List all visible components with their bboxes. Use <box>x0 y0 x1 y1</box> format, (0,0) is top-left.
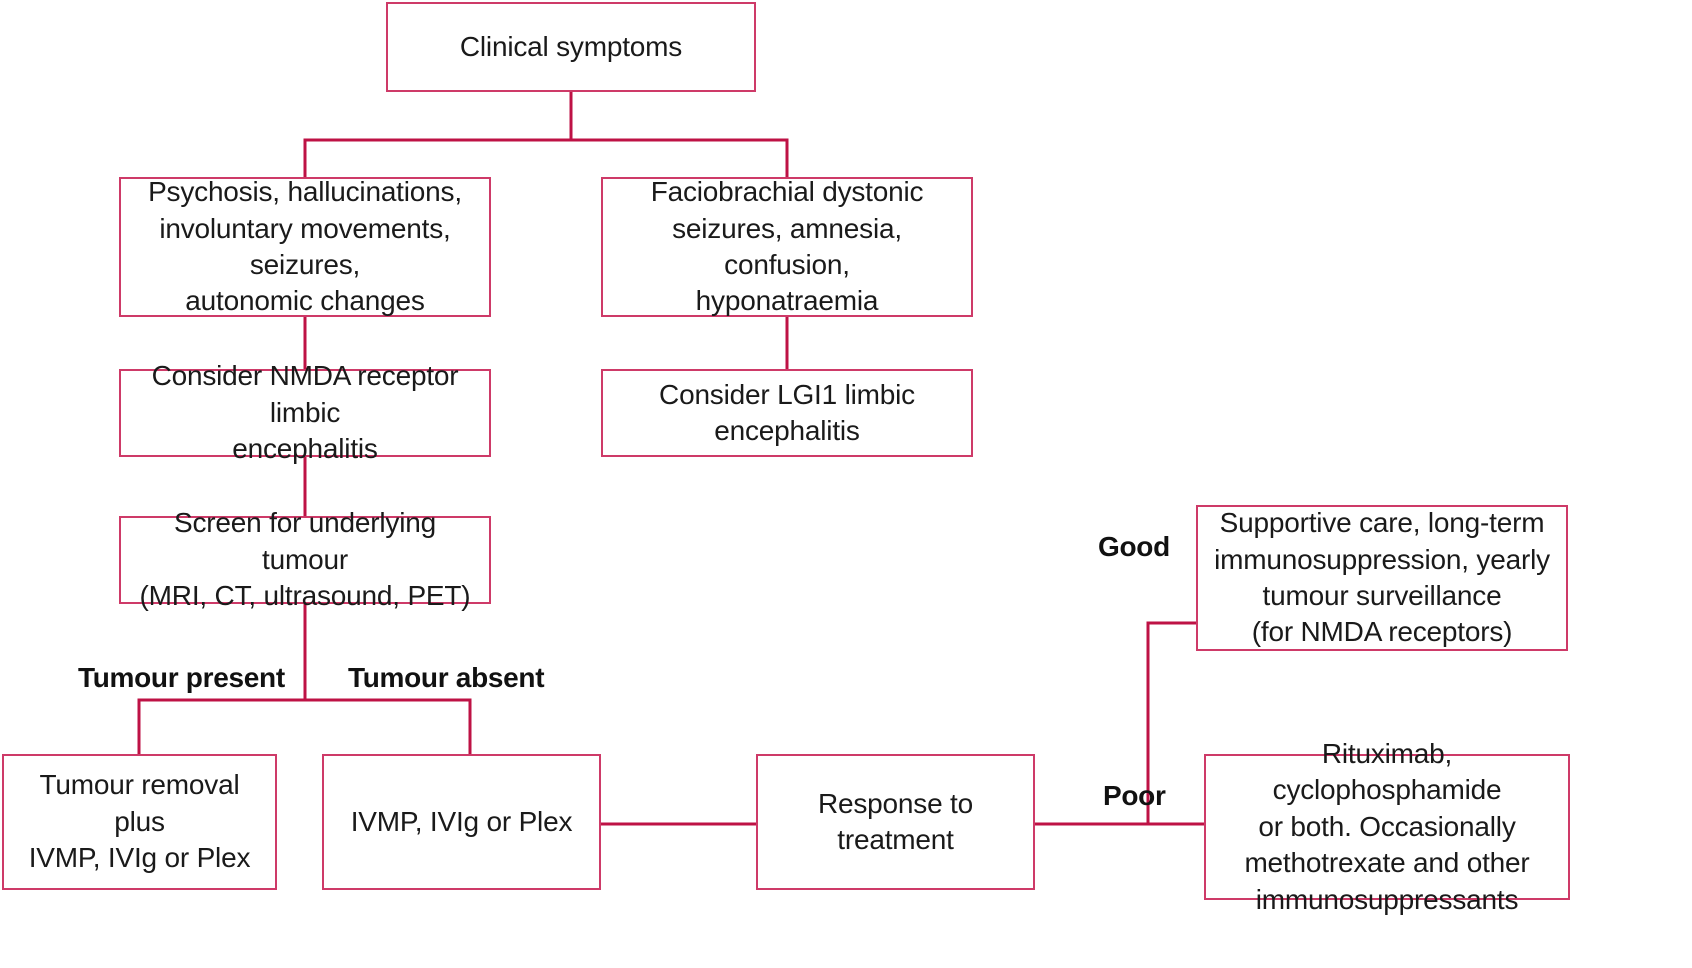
node-label-consider-nmda: Consider NMDA receptor limbic encephalit… <box>151 360 459 465</box>
node-consider-lgi1[interactable]: Consider LGI1 limbic encephalitis <box>601 369 973 457</box>
node-tumour-removal[interactable]: Tumour removal plus IVMP, IVIg or Plex <box>2 754 277 890</box>
node-response-to-treatment[interactable]: Response to treatment <box>756 754 1035 890</box>
node-label-consider-lgi1: Consider LGI1 limbic encephalitis <box>659 378 915 446</box>
node-label-ivmp-ivig-plex: IVMP, IVIg or Plex <box>350 805 573 837</box>
edge-label-poor: Poor <box>1103 780 1166 811</box>
node-label-tumour-removal: Tumour removal plus IVMP, IVIg or Plex <box>28 769 251 874</box>
node-consider-nmda[interactable]: Consider NMDA receptor limbic encephalit… <box>119 360 491 464</box>
node-label-screen-tumour: Screen for underlying tumour (MRI, CT, u… <box>139 507 471 612</box>
node-lgi1-symptoms[interactable]: Faciobrachial dystonic seizures, amnesia… <box>601 176 973 317</box>
node-label-lgi1-symptoms: Faciobrachial dystonic seizures, amnesia… <box>650 176 924 317</box>
node-poor-outcome[interactable]: Rituximab, cyclophosphamide or both. Occ… <box>1204 738 1570 915</box>
node-label-clinical-symptoms: Clinical symptoms <box>459 30 683 62</box>
edge-label-tumour-absent: Tumour absent <box>348 662 545 693</box>
node-label-response-to-treatment: Response to treatment <box>817 787 973 855</box>
node-clinical-symptoms[interactable]: Clinical symptoms <box>386 2 756 92</box>
node-label-poor-outcome: Rituximab, cyclophosphamide or both. Occ… <box>1244 738 1530 915</box>
node-nmda-symptoms[interactable]: Psychosis, hallucinations, involuntary m… <box>119 176 491 317</box>
node-ivmp-ivig-plex[interactable]: IVMP, IVIg or Plex <box>322 754 601 890</box>
edge-label-tumour-present: Tumour present <box>78 662 285 693</box>
node-screen-tumour[interactable]: Screen for underlying tumour (MRI, CT, u… <box>119 507 491 611</box>
node-label-nmda-symptoms: Psychosis, hallucinations, involuntary m… <box>148 176 462 317</box>
edge-label-good: Good <box>1098 531 1170 562</box>
node-good-outcome[interactable]: Supportive care, long-term immunosuppres… <box>1196 505 1568 651</box>
node-label-good-outcome: Supportive care, long-term immunosuppres… <box>1214 507 1550 648</box>
